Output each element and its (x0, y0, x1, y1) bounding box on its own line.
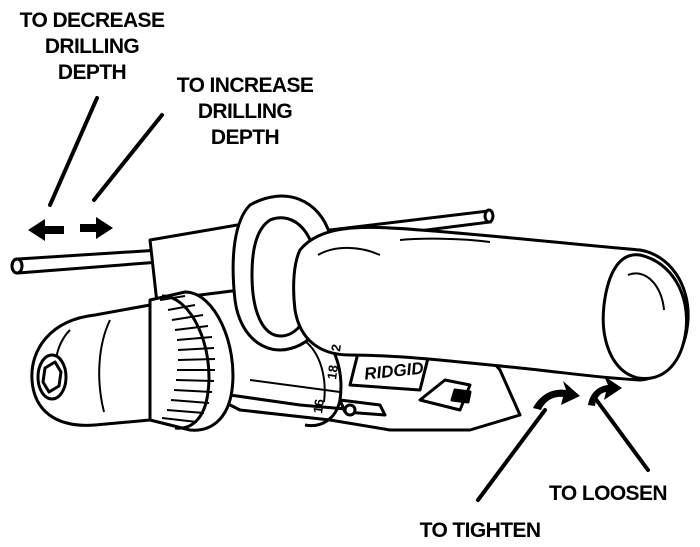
tighten-label: TO TIGHTEN (420, 519, 541, 542)
decrease-depth-label: TO DECREASE DRILLING DEPTH (20, 9, 166, 84)
svg-text:DEPTH: DEPTH (58, 61, 126, 84)
loosen-curved-arrow-icon (588, 376, 622, 406)
clutch-mark-16: 16 (310, 398, 327, 414)
svg-text:DRILLING: DRILLING (45, 35, 140, 58)
arrow-right-icon (80, 217, 113, 239)
clutch-mark-18: 18 (324, 364, 341, 380)
clutch-mark-2: 2 (328, 343, 344, 352)
arrow-left-icon (28, 219, 64, 241)
depth-arrows (28, 96, 164, 241)
tighten-curved-arrow-icon (533, 381, 580, 410)
svg-text:DRILLING: DRILLING (198, 100, 293, 123)
svg-text:TO INCREASE: TO INCREASE (177, 74, 314, 97)
svg-text:TO DECREASE: TO DECREASE (20, 9, 165, 32)
svg-text:DEPTH: DEPTH (211, 126, 279, 149)
rotation-arrows (476, 376, 650, 502)
chuck (30, 290, 235, 432)
side-handle (231, 194, 690, 382)
loosen-label: TO LOOSEN (549, 482, 667, 505)
increase-depth-label: TO INCREASE DRILLING DEPTH (177, 74, 315, 149)
